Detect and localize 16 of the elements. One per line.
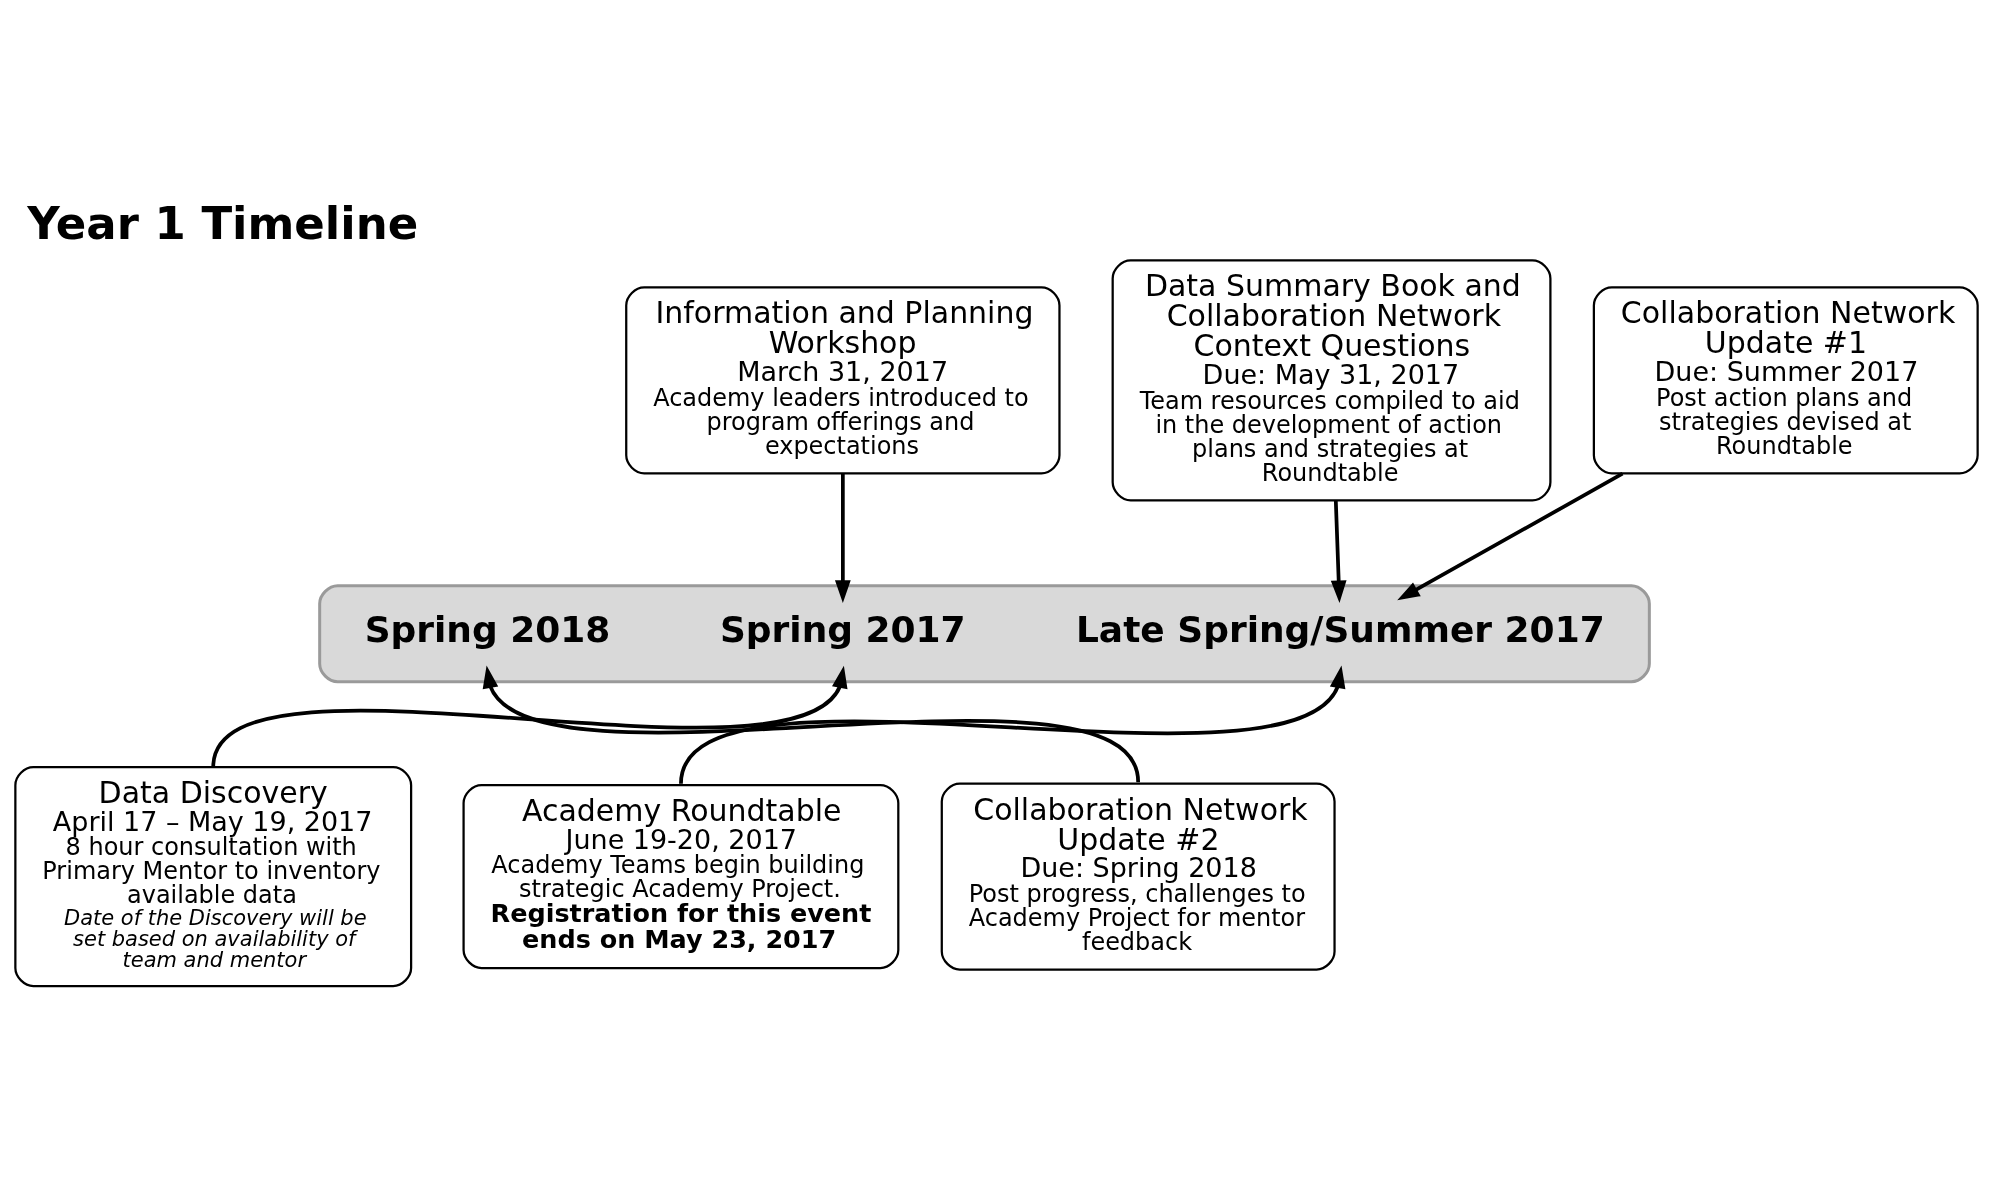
arrow: [678, 665, 1345, 785]
node-box: Data Summary Book and Collaboration Network Context Questions Due: May 31, 2017 Team resources compiled to aid in the development of action plans and strategies at Roundtable: [1111, 259, 1552, 502]
node-text: Spring 2018: [364, 608, 610, 650]
node-box: Collaboration Network Update #2 Due: Spring 2018 Post progress, challenges to Academy Project for mentor feedback: [940, 782, 1336, 971]
diagram-title: Year 1 Timeline: [26, 197, 418, 251]
arrow: [834, 473, 851, 603]
node-box: Academy Roundtable June 19-20, 2017 Academy Teams begin building strategic Academy Project. Registration for this event ends on May 23, 2017: [461, 784, 899, 970]
arrow: [1330, 500, 1347, 604]
arrow: [1396, 472, 1623, 601]
node-text: Late Spring/Summer 2017: [1075, 608, 1605, 650]
node-box: Information and Planning Workshop March 31, 2017 Academy leaders introduced to program offerings and expectations: [624, 286, 1061, 475]
node-text: Spring 2017: [719, 608, 966, 650]
node-box: Data Discovery April 17 – May 19, 2017 8 hour consultation with Primary Mentor to inventory available data Date of the Discovery will be set based on availability of team and mentor: [13, 766, 412, 988]
arrow: [482, 665, 1140, 783]
arrow: [211, 665, 848, 768]
node-box: Collaboration Network Update #1 Due: Summer 2017 Post action plans and strategies devised at Roundtable: [1592, 286, 1979, 475]
